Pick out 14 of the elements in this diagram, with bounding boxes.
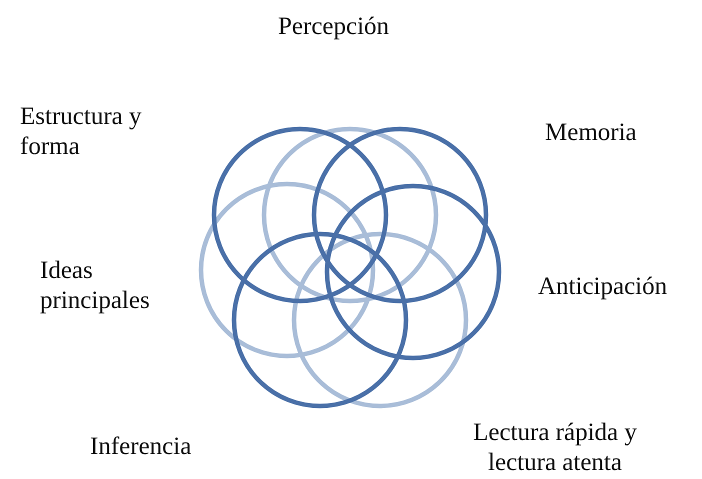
category-label: Percepción xyxy=(278,12,390,42)
ring xyxy=(198,182,376,358)
ring xyxy=(324,184,502,360)
category-label: Memoria xyxy=(545,118,638,148)
ring xyxy=(212,126,388,304)
ring xyxy=(232,232,408,408)
category-label: Inferencia xyxy=(90,432,192,462)
category-label: Anticipación xyxy=(538,272,668,302)
category-label: Ideas principales xyxy=(40,256,151,316)
category-label: Lectura rápida y lectura atenta xyxy=(472,418,638,478)
ring xyxy=(292,232,468,408)
category-label: Estructura y forma xyxy=(20,102,142,162)
ring xyxy=(262,126,438,304)
ring xyxy=(312,126,488,304)
